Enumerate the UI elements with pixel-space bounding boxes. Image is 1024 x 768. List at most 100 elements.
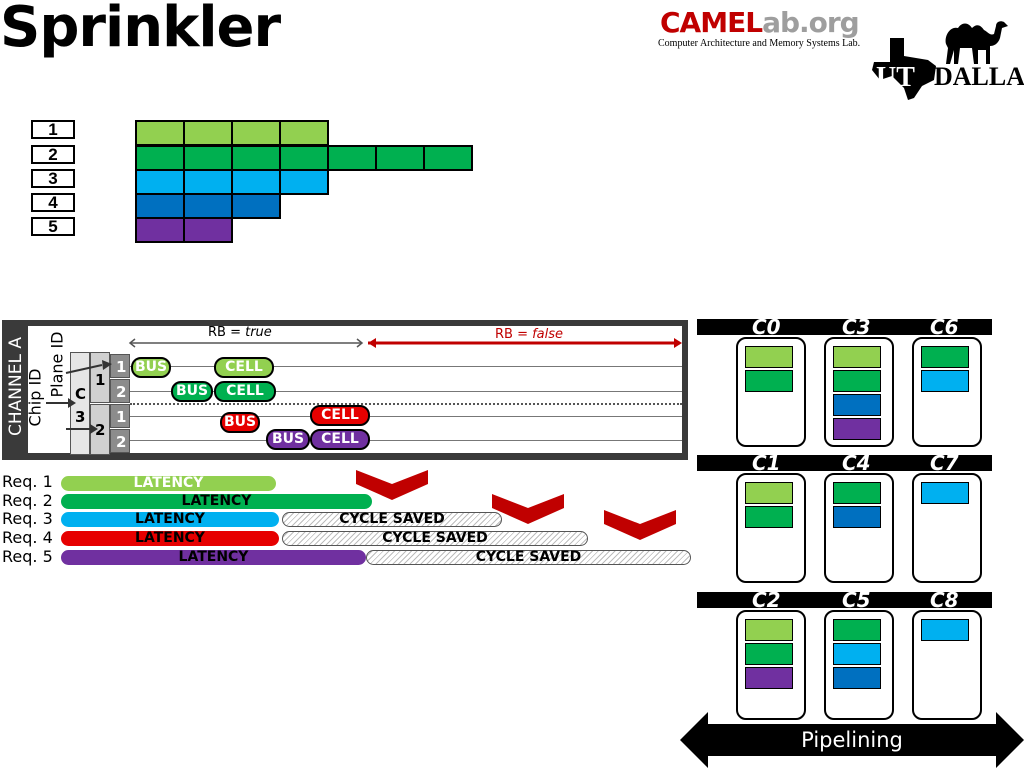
chip-1-label: 1 [95, 371, 106, 389]
cell-pill-req5: CELL [310, 429, 370, 450]
camel-icon [945, 21, 1008, 64]
request-block [183, 217, 233, 243]
logo-camel-text: CAMEL [660, 6, 763, 39]
plane-row-line [130, 416, 682, 417]
chip-id-label: C1 [752, 451, 781, 475]
latency-bar-req2: LATENCY [61, 494, 372, 509]
chip-group-header [697, 455, 992, 471]
chip-3-label: 3 [75, 408, 86, 426]
plane-label-2: 2 [116, 383, 127, 401]
chip-id-label: C0 [752, 315, 781, 339]
request-number-box: 4 [31, 193, 75, 212]
cell-pill-req4: CELL [310, 405, 370, 426]
plane-cell-1 [110, 354, 130, 378]
chip-page-block [833, 418, 881, 440]
cell-pill-req2: CELL [214, 381, 276, 402]
chip-page-block [745, 667, 793, 689]
chip-page-block [745, 643, 793, 665]
flash-chip [736, 337, 806, 447]
bus-pill-req4: BUS [220, 412, 260, 433]
req-label-1: Req. 1 [2, 472, 53, 491]
chip-group-header [697, 592, 992, 608]
chip-page-block [745, 346, 793, 368]
chip-id-label: C8 [930, 588, 959, 612]
plane-row-line [130, 366, 682, 367]
chip-group-header [697, 319, 992, 335]
chip-page-block [833, 667, 881, 689]
pipelining-label: Pipelining [801, 728, 903, 752]
chip-id-label: C6 [930, 315, 959, 339]
cycle-saved-req4: CYCLE SAVED [282, 531, 588, 546]
plane-cell-2 [110, 379, 130, 403]
chip-page-block [833, 643, 881, 665]
rb-arrows [128, 338, 682, 348]
chip-page-block [921, 346, 969, 368]
flash-chip [824, 473, 894, 583]
request-block [231, 145, 281, 171]
chip-page-block [921, 619, 969, 641]
flash-chip [912, 473, 982, 583]
request-block [183, 193, 233, 219]
flash-chip [736, 610, 806, 720]
plane-row-line [130, 440, 682, 441]
request-block [279, 145, 329, 171]
cycle-saved-req3: CYCLE SAVED [282, 512, 502, 527]
request-block [231, 169, 281, 195]
request-block [135, 169, 185, 195]
req-label-3: Req. 3 [2, 509, 53, 528]
chip-page-block [833, 619, 881, 641]
rb-false-label: RB = false [495, 327, 564, 342]
request-block [135, 145, 185, 171]
plane-cell-4 [110, 429, 130, 453]
request-number-box: 3 [31, 169, 75, 188]
request-block [279, 169, 329, 195]
req-label-5: Req. 5 [2, 547, 53, 566]
chip-page-block [833, 394, 881, 416]
request-block [423, 145, 473, 171]
request-block [183, 169, 233, 195]
chip-divider-dotted [130, 403, 682, 405]
request-block [135, 120, 185, 146]
chip-page-block [745, 619, 793, 641]
plane-row-line [130, 391, 682, 392]
plane-label-3: 1 [116, 408, 127, 426]
chip-page-block [833, 346, 881, 368]
pipelining-arrow [680, 712, 1024, 768]
flash-chip [824, 337, 894, 447]
logo-dallas-text: DALLAS [934, 62, 1024, 91]
request-block [183, 145, 233, 171]
request-block [231, 193, 281, 219]
flash-chip [912, 610, 982, 720]
cell-pill-req1: CELL [214, 357, 274, 378]
request-block [375, 145, 425, 171]
chip-id-label: C7 [930, 451, 959, 475]
bus-pill-req2: BUS [171, 381, 213, 402]
plane-cell-3 [110, 404, 130, 428]
chip-id-label: C3 [842, 315, 871, 339]
chip-c-label: C [75, 385, 87, 403]
latency-bar-req1: LATENCY [61, 476, 276, 491]
req-label-4: Req. 4 [2, 528, 53, 547]
plane-label-1: 1 [116, 358, 127, 376]
chip-2-label: 2 [95, 421, 106, 439]
latency-bar-req4: LATENCY [61, 531, 279, 546]
request-block [135, 217, 185, 243]
channel-label: CHANNEL A [6, 337, 26, 436]
chip-id-label: C2 [752, 588, 781, 612]
chip-page-block [745, 506, 793, 528]
chip-id-label: C4 [842, 451, 871, 475]
chip-page-block [921, 370, 969, 392]
chip-id-label: C5 [842, 588, 871, 612]
request-number-box: 1 [31, 120, 75, 139]
camel-lab-logo: CAMELab.org Computer Architecture and Me… [658, 6, 1024, 101]
latency-bar-req5: LATENCY [61, 550, 366, 565]
logo-ut-text: UT [876, 62, 915, 93]
chip-page-block [833, 506, 881, 528]
request-block [279, 120, 329, 146]
slide-title: Sprinkler [0, 0, 281, 60]
chip-page-block [921, 482, 969, 504]
logo-lab-text: ab.org [762, 6, 860, 39]
rb-true-label: RB = true [208, 325, 272, 340]
request-block [231, 120, 281, 146]
chip-page-block [833, 370, 881, 392]
